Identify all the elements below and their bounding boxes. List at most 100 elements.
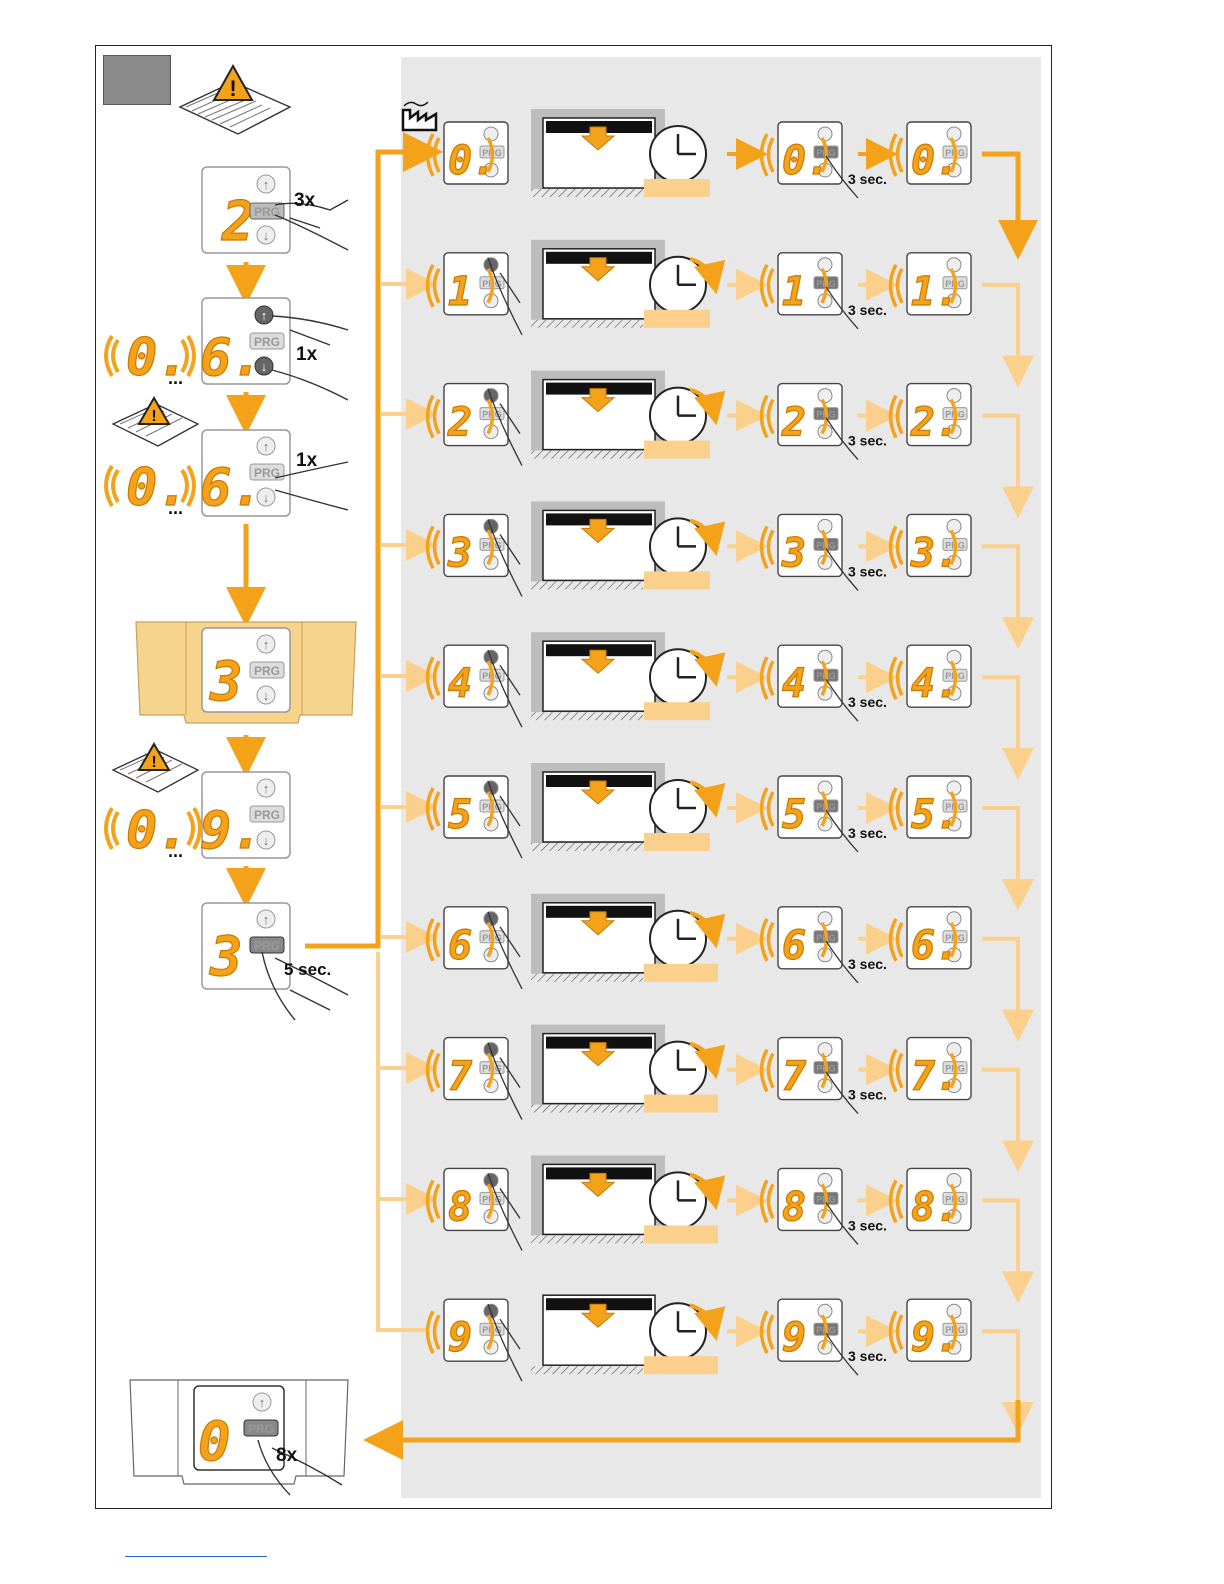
hand-press-icon <box>825 286 859 330</box>
svg-text:↓: ↓ <box>261 359 268 374</box>
row-digit: 4 <box>448 661 472 707</box>
row-digit: 7 <box>448 1054 472 1100</box>
garage-door-icon <box>531 370 665 459</box>
hold-3sec-label: 3 sec. <box>848 1217 887 1233</box>
hand-press-icon <box>825 1202 859 1245</box>
hold-3sec-label: 3 sec. <box>848 433 887 449</box>
hand-press-icon <box>257 1439 343 1496</box>
clock-icon <box>649 125 707 183</box>
arrow-down-icon <box>580 1303 616 1328</box>
hold-3sec-label: 3 sec. <box>848 956 887 972</box>
timer-bar <box>644 833 710 851</box>
arrow-down-icon <box>580 911 616 936</box>
timer-bar <box>644 1094 718 1113</box>
step-marker <box>103 55 171 105</box>
hold-3sec-label: 3 sec. <box>848 563 887 579</box>
svg-text:...: ... <box>168 498 183 518</box>
device-housing: 3 ↑ PRG ↓ <box>135 621 357 724</box>
device-select-b: ↑ PRG ↓ 1x 0. 6. ... <box>104 429 349 519</box>
clock-icon <box>649 909 726 968</box>
svg-text:↑: ↑ <box>263 177 270 192</box>
press-up-1x-label: 1x <box>296 344 318 365</box>
svg-text:↓: ↓ <box>263 833 270 848</box>
clock-icon <box>649 517 726 576</box>
arrow-down-icon <box>580 126 616 151</box>
svg-text:3: 3 <box>209 925 243 988</box>
timer-bar <box>644 1356 718 1375</box>
row-digit: 0. <box>911 138 959 184</box>
device-select-a: ↑ PRG ↓ 1x 0. 6. ... <box>104 297 349 401</box>
row-digit: 2 <box>781 400 806 446</box>
hold-3sec-label: 3 sec. <box>848 1087 887 1103</box>
svg-text:↓: ↓ <box>263 688 270 703</box>
row-digit: 2. <box>910 400 959 446</box>
timer-bar <box>644 571 710 590</box>
row-digit: 7. <box>911 1054 959 1100</box>
row-digit: 5 <box>448 792 472 838</box>
hand-press-icon <box>487 519 523 597</box>
svg-text:PRG: PRG <box>254 808 280 822</box>
garage-door-icon <box>531 893 665 982</box>
row-digit: 7 <box>782 1054 806 1100</box>
hand-press-icon <box>825 1332 859 1376</box>
garage-door-icon <box>531 632 665 721</box>
timer-bar <box>644 440 710 459</box>
blink-value-min: 0. <box>126 328 189 388</box>
hold-3sec-label: 3 sec. <box>848 171 887 187</box>
clock-icon <box>649 648 726 707</box>
page-frame <box>95 45 1052 1509</box>
warning-manual-icon: ! <box>111 741 200 793</box>
garage-door-icon <box>531 501 665 590</box>
hold-5sec-label: 5 sec. <box>284 960 331 979</box>
row-digit: 0. <box>448 138 496 184</box>
row-digit: 6 <box>448 923 472 969</box>
clock-icon <box>649 1302 726 1361</box>
press-1x-label: 1x <box>296 450 318 471</box>
row-digit: 8. <box>911 1184 959 1230</box>
hand-press-icon <box>825 417 859 461</box>
hold-3sec-label: 3 sec. <box>848 1348 887 1364</box>
row-digit: 6 <box>782 923 806 969</box>
blink-value-max: 6. <box>200 328 263 388</box>
svg-text:↑: ↑ <box>263 637 270 652</box>
hand-press-icon <box>487 1303 523 1382</box>
arrow-down-icon <box>580 1172 616 1198</box>
svg-text:↑: ↑ <box>259 1395 266 1410</box>
device-start: 2 ↑ PRG ↓ 3x <box>201 166 349 254</box>
row-digit: 1 <box>782 269 806 315</box>
row-digit: 4. <box>911 661 959 707</box>
warning-manual-icon: ! <box>111 395 200 447</box>
hand-press-icon <box>487 1173 523 1251</box>
row-digit: 1. <box>911 269 959 315</box>
display-final: 0 <box>198 1410 231 1473</box>
row-digit: 8 <box>782 1184 806 1230</box>
prg-label: PRG <box>254 205 280 219</box>
return-arrow <box>363 1400 1021 1460</box>
clock-icon <box>649 255 726 314</box>
svg-text:PRG: PRG <box>254 335 280 349</box>
row-digit: 9 <box>448 1315 472 1361</box>
svg-text:!: ! <box>151 754 156 771</box>
row-digit: 8 <box>448 1184 472 1230</box>
device-confirm: 3 ↑ PRG 5 sec. <box>201 902 349 1021</box>
svg-text:↑: ↑ <box>263 439 270 454</box>
